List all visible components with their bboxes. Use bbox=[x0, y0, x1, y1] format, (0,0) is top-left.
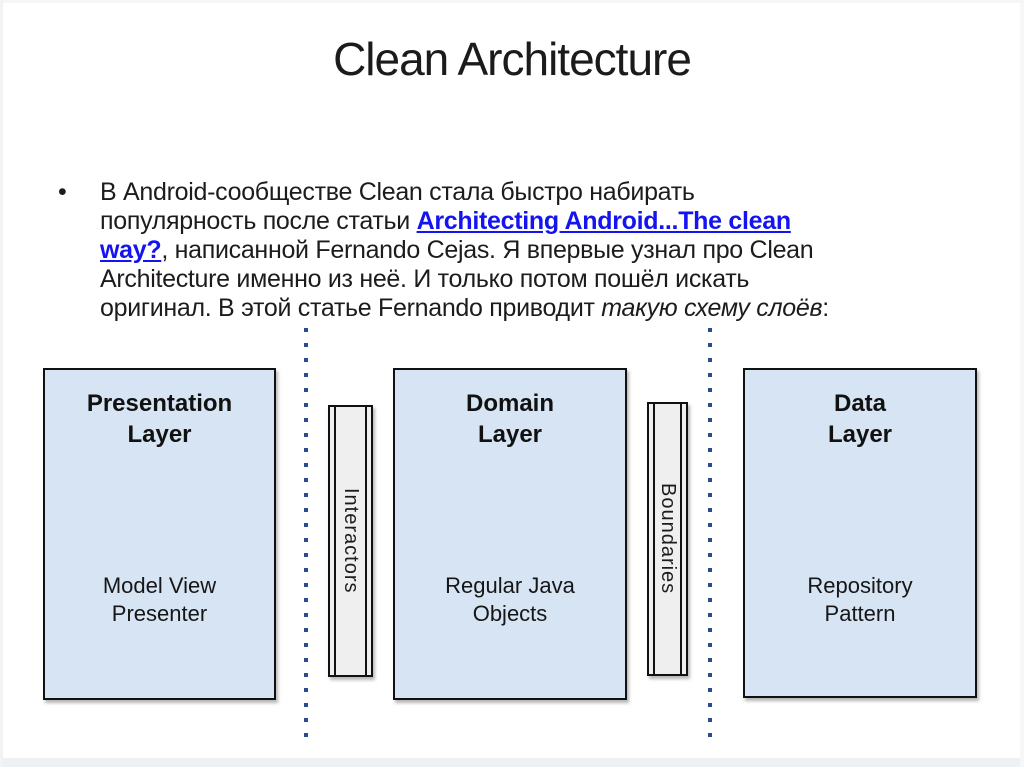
text-segment: , написанной Fernando Cejas. Я впервые у… bbox=[161, 236, 814, 264]
bullet-marker: • bbox=[58, 178, 67, 206]
presentation-layer-title: Presentation Layer bbox=[86, 390, 233, 449]
domain-layer-subtitle: Regular Java Objects bbox=[445, 573, 575, 626]
text-segment: В Android-сообществе Clean стала быстро … bbox=[100, 178, 695, 206]
slide-title: Clean Architecture bbox=[333, 33, 692, 85]
paragraph-line-2: популярность после статьи Architecting A… bbox=[100, 207, 940, 236]
text-segment: : bbox=[822, 294, 829, 322]
paragraph-line-5: оригинал. В этой статье Fernando приводи… bbox=[100, 294, 940, 323]
interactors-bar: Interactors bbox=[328, 405, 373, 677]
domain-layer-box: Domain Layer Regular Java Objects bbox=[393, 368, 627, 700]
dotted-divider-left bbox=[304, 328, 308, 740]
body-paragraph: В Android-сообществе Clean стала быстро … bbox=[100, 178, 940, 323]
boundaries-bar-label: Boundaries bbox=[657, 483, 679, 595]
paragraph-line-1: В Android-сообществе Clean стала быстро … bbox=[100, 178, 940, 207]
data-layer-title: Data Layer bbox=[827, 390, 893, 449]
article-link[interactable]: Architecting Android...The clean bbox=[416, 207, 792, 235]
dotted-divider-right bbox=[708, 328, 712, 740]
data-layer-subtitle: Repository Pattern bbox=[807, 573, 913, 626]
italic-segment: такую схему слоёв bbox=[601, 294, 823, 322]
presentation-layer-subtitle: Model View Presenter bbox=[102, 573, 217, 626]
presentation-layer-box: Presentation Layer Model View Presenter bbox=[43, 368, 276, 700]
text-segment: популярность после статьи bbox=[100, 207, 417, 235]
boundaries-bar: Boundaries bbox=[647, 402, 688, 676]
data-layer-box: Data Layer Repository Pattern bbox=[743, 368, 977, 698]
domain-layer-title: Domain Layer bbox=[465, 390, 554, 449]
text-segment: Architecture именно из неё. И только пот… bbox=[100, 265, 750, 293]
interactors-bar-label: Interactors bbox=[340, 488, 362, 594]
article-link[interactable]: way? bbox=[100, 236, 162, 264]
paragraph-line-4: Architecture именно из неё. И только пот… bbox=[100, 265, 940, 294]
paragraph-line-3: way?, написанной Fernando Cejas. Я вперв… bbox=[100, 236, 940, 265]
text-segment: оригинал. В этой статье Fernando приводи… bbox=[100, 294, 602, 322]
